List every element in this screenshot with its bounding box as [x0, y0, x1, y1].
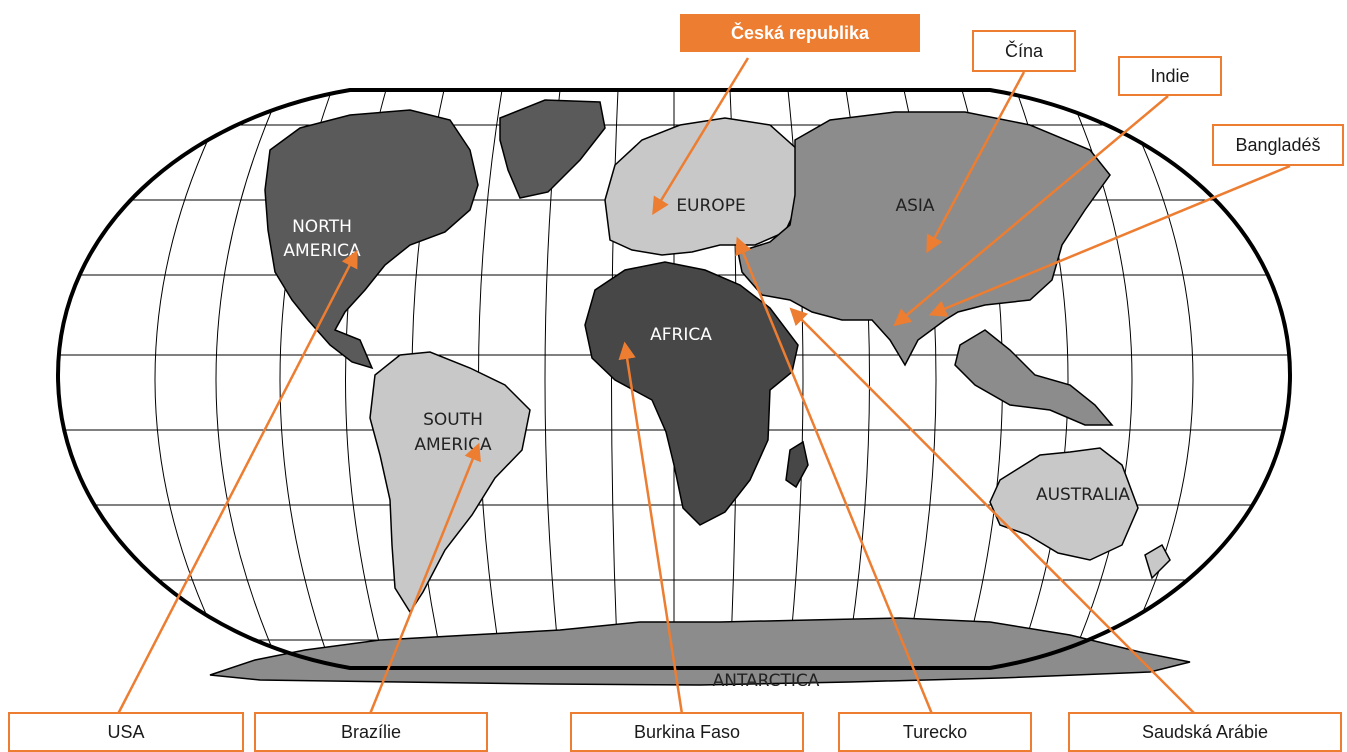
arrow-burkina: [618, 341, 684, 715]
land-masses: [209, 99, 1191, 686]
label-south-america-line1: SOUTH: [423, 410, 483, 430]
callout-bangladesh: Bangladéš: [1212, 124, 1344, 166]
callout-arrows: [116, 57, 1291, 715]
south-america-shape: [369, 351, 531, 614]
australia-shape: [989, 447, 1139, 561]
arrow-turkey: [735, 236, 934, 715]
arrow-china: [926, 71, 1026, 254]
europe-shape: [604, 117, 801, 256]
label-africa: AFRICA: [650, 325, 712, 345]
label-north-america-line1: NORTH: [292, 217, 352, 237]
madagascar-shape: [785, 440, 809, 489]
greenland-shape: [499, 99, 606, 199]
new-zealand-shape: [1144, 543, 1171, 580]
label-asia: ASIA: [895, 196, 934, 216]
callout-saudi-arabia: Saudská Arábie: [1068, 712, 1342, 752]
callout-usa: USA: [8, 712, 244, 752]
africa-shape: [584, 261, 799, 526]
callout-czech-republic: Česká republika: [680, 14, 920, 52]
label-antarctica: ANTARCTICA: [713, 671, 820, 691]
arrow-usa: [116, 249, 358, 715]
antarctica-shape: [209, 617, 1191, 686]
sea-islands-shape: [954, 329, 1114, 426]
arrow-czech: [652, 57, 750, 215]
asia-shape: [737, 111, 1111, 367]
north-america-shape: [264, 109, 479, 370]
callout-china: Čína: [972, 30, 1076, 72]
label-australia: AUSTRALIA: [1036, 485, 1130, 505]
arrow-india: [893, 95, 1169, 327]
globe-outline: [55, 88, 1293, 670]
label-europe: EUROPE: [676, 196, 745, 216]
callout-brazil: Brazílie: [254, 712, 488, 752]
callout-burkina-faso: Burkina Faso: [570, 712, 804, 752]
label-north-america-line2: AMERICA: [283, 241, 361, 261]
arrow-brazil: [368, 442, 481, 715]
label-south-america-line2: AMERICA: [414, 435, 492, 455]
callout-india: Indie: [1118, 56, 1222, 96]
arrow-saudi: [789, 307, 1196, 715]
callout-turkey: Turecko: [838, 712, 1032, 752]
arrow-bangladesh: [928, 164, 1291, 317]
